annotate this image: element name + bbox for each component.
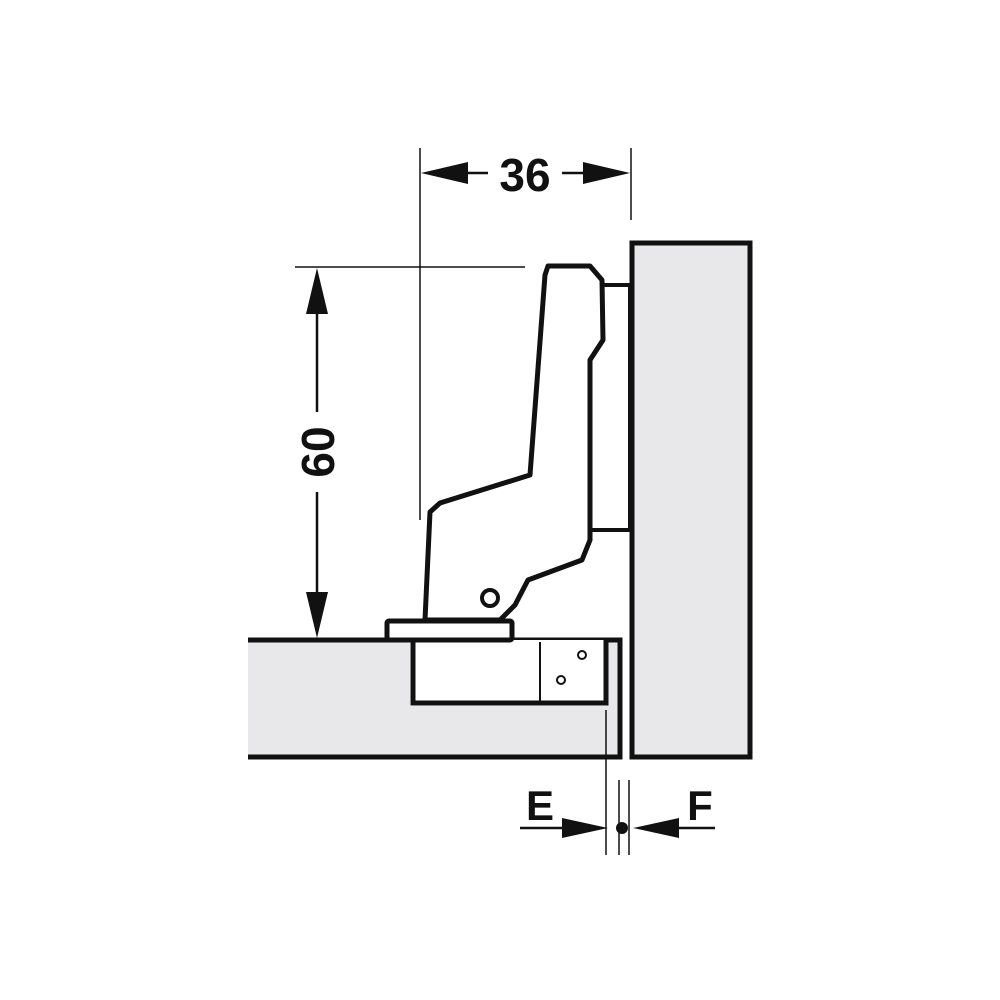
dimF-label: F <box>687 782 713 829</box>
side-panel <box>629 240 753 760</box>
screw-hole-top <box>577 650 587 660</box>
dim36-arrow-right <box>583 162 630 184</box>
hinge-cup <box>410 640 609 706</box>
gap-reference-dot <box>616 822 628 834</box>
dim36-arrow-left <box>421 162 468 184</box>
hinge-arm <box>422 263 606 623</box>
dim36-label: 36 <box>499 149 550 201</box>
mounting-plate <box>590 283 632 532</box>
hinge-pivot <box>480 588 500 608</box>
dimE-arrow <box>562 818 608 838</box>
dimE-label: E <box>526 782 554 829</box>
dim60-label: 60 <box>292 426 344 477</box>
dim60-arrow-top <box>306 268 328 314</box>
hinge-flange <box>384 618 515 643</box>
dimF-arrow <box>633 818 679 838</box>
dim60-arrow-bottom <box>306 592 328 638</box>
screw-hole-bottom <box>556 675 566 685</box>
